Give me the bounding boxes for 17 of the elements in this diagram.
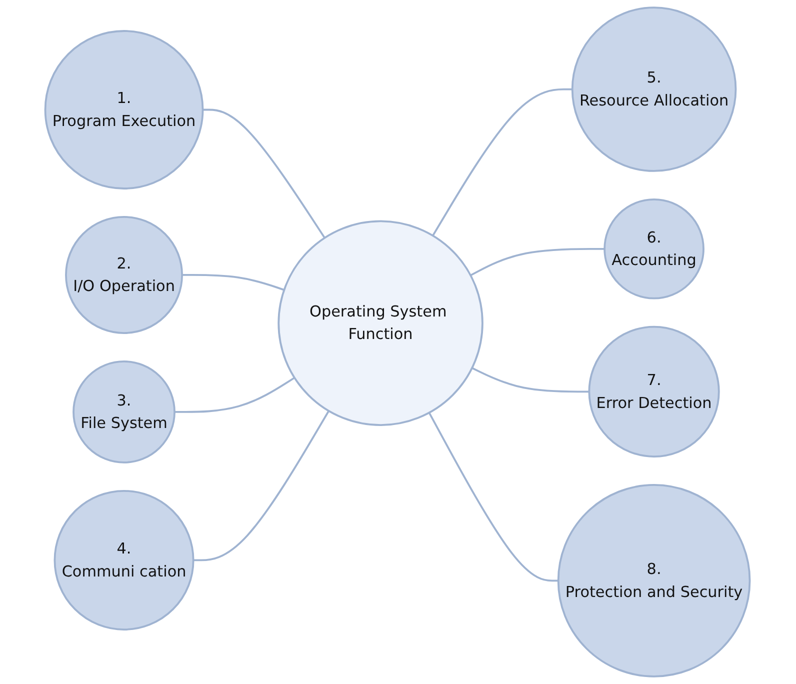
connector bbox=[175, 376, 296, 413]
node-circle: Operating System Function bbox=[278, 220, 484, 426]
node-circle: 4. Communi cation bbox=[54, 490, 195, 630]
connector bbox=[182, 274, 285, 291]
node-circle: 3. File System bbox=[73, 360, 176, 464]
node-circle: 8. Protection and Security bbox=[558, 484, 752, 678]
node-circle: 6. Accounting bbox=[604, 198, 705, 300]
connector bbox=[472, 367, 590, 393]
connector bbox=[432, 88, 573, 236]
connector bbox=[203, 108, 326, 238]
connector bbox=[470, 248, 606, 276]
node-circle: 2. I/O Operation bbox=[66, 216, 184, 334]
connector bbox=[194, 410, 330, 562]
connector bbox=[428, 412, 559, 582]
node-circle: 1. Program Execution bbox=[44, 30, 204, 190]
node-circle: 7. Error Detection bbox=[588, 326, 720, 458]
node-circle: 5. Resource Allocation bbox=[572, 6, 738, 172]
